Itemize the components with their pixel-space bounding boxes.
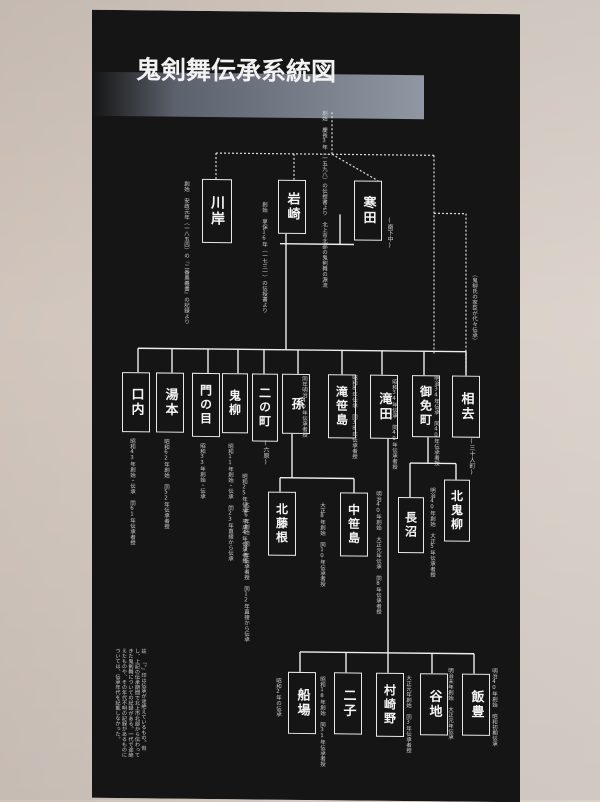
node-kawagishi: 川岸 (202, 179, 232, 243)
node-funaba: 船場 (288, 672, 316, 734)
note-naganuma: 明治40年創始 大正元年伝承 同8年伝承者授 (374, 491, 381, 581)
note-iitoyo: 明治40年創始 昭和初期伝承 (490, 668, 497, 738)
note-yachi: 明治末年創始 大正元年伝承 (446, 667, 453, 737)
note-kadonome: 昭和33年創始・伝承 (198, 443, 205, 503)
node-futago: 二子 (334, 672, 362, 734)
node-murasakino: 村崎野 (376, 673, 404, 737)
note-iwasaki: 創始 享保16年（一七三一）の伝授書より (260, 202, 267, 286)
node-iitoyo: 飯豊 (462, 674, 490, 736)
note-kawagishi: 創始 安政元年（一八五四）の『二番奥義書』の記録より (182, 181, 189, 261)
node-nakakasama: 中笹島 (340, 492, 368, 556)
node-iwasaki: 岩崎 (278, 180, 306, 234)
node-yamatoda: 寒田 (354, 181, 382, 241)
ninomachi-tag: (六原) (262, 440, 269, 464)
note-nakakasama: 大正8年創始 同10年伝承者授 (318, 502, 325, 568)
note-mago: 同年明治40年伝承者授 (300, 376, 307, 446)
node-ninomachi: 二の町 (252, 373, 278, 441)
aisari-tag: (三十人町) (468, 438, 475, 478)
note-onio: 昭和11年創始・伝承 同23年直接から伝承 (226, 443, 233, 527)
node-yachi: 谷地 (420, 673, 448, 735)
note-kuchiuchi: 昭和43年創始・伝承 同61年伝承者授 (128, 438, 135, 522)
node-kadonome: 門の目 (192, 373, 220, 437)
node-yumoto: 湯本 (156, 372, 184, 432)
node-kitafujine: 北藤根 (268, 492, 296, 556)
lineage-chart-panel: 鬼剣舞伝承系統図 (92, 10, 520, 802)
note-murasakino: 大正元年創始 同3年伝承者授 (404, 675, 411, 745)
node-aisari: 相去 (452, 376, 480, 438)
note-funaba: 昭和2年の伝承 (274, 678, 281, 738)
note-aisari-side: （鬼柳氏の家臣が代々伝承） (470, 272, 477, 364)
node-kuchiuchi: 口内 (122, 372, 150, 432)
node-onio: 鬼柳 (222, 373, 248, 433)
note-yamatoda: 創始 慶長3年（一五九八）の伝授書より 北上市北部の鬼剣舞の源流 (320, 110, 327, 192)
note-kitaonio: 明治40年創始 大正5年伝承者授 (428, 487, 435, 557)
node-kitaonio: 北鬼柳 (444, 479, 470, 541)
note-gomenmachi: 明治34年伝承 同40年伝承者授 (432, 375, 439, 445)
note-futago: 昭和18年創始 同31年伝承者授 (318, 676, 325, 746)
node-naganuma: 長沼 (398, 497, 424, 553)
note-sawada: 昭和34年伝承 同40年伝承者授 (390, 379, 397, 449)
note-nishikasama: 昭和8年伝承 同38年伝承者授 (350, 374, 357, 444)
note-kitafujine: 大正6年創始 同7年伝承者授 同12年直接から伝承 (242, 501, 249, 581)
yamatoda-tag: (南下中) (386, 217, 393, 253)
legend-footnote: 註 「。」印は伝承が途絶えているもの。但し、上記の伝承期間で北上市北部から伝わっ… (114, 648, 147, 758)
note-yumoto: 昭和62年創始 同52年伝承者授 (162, 438, 169, 522)
